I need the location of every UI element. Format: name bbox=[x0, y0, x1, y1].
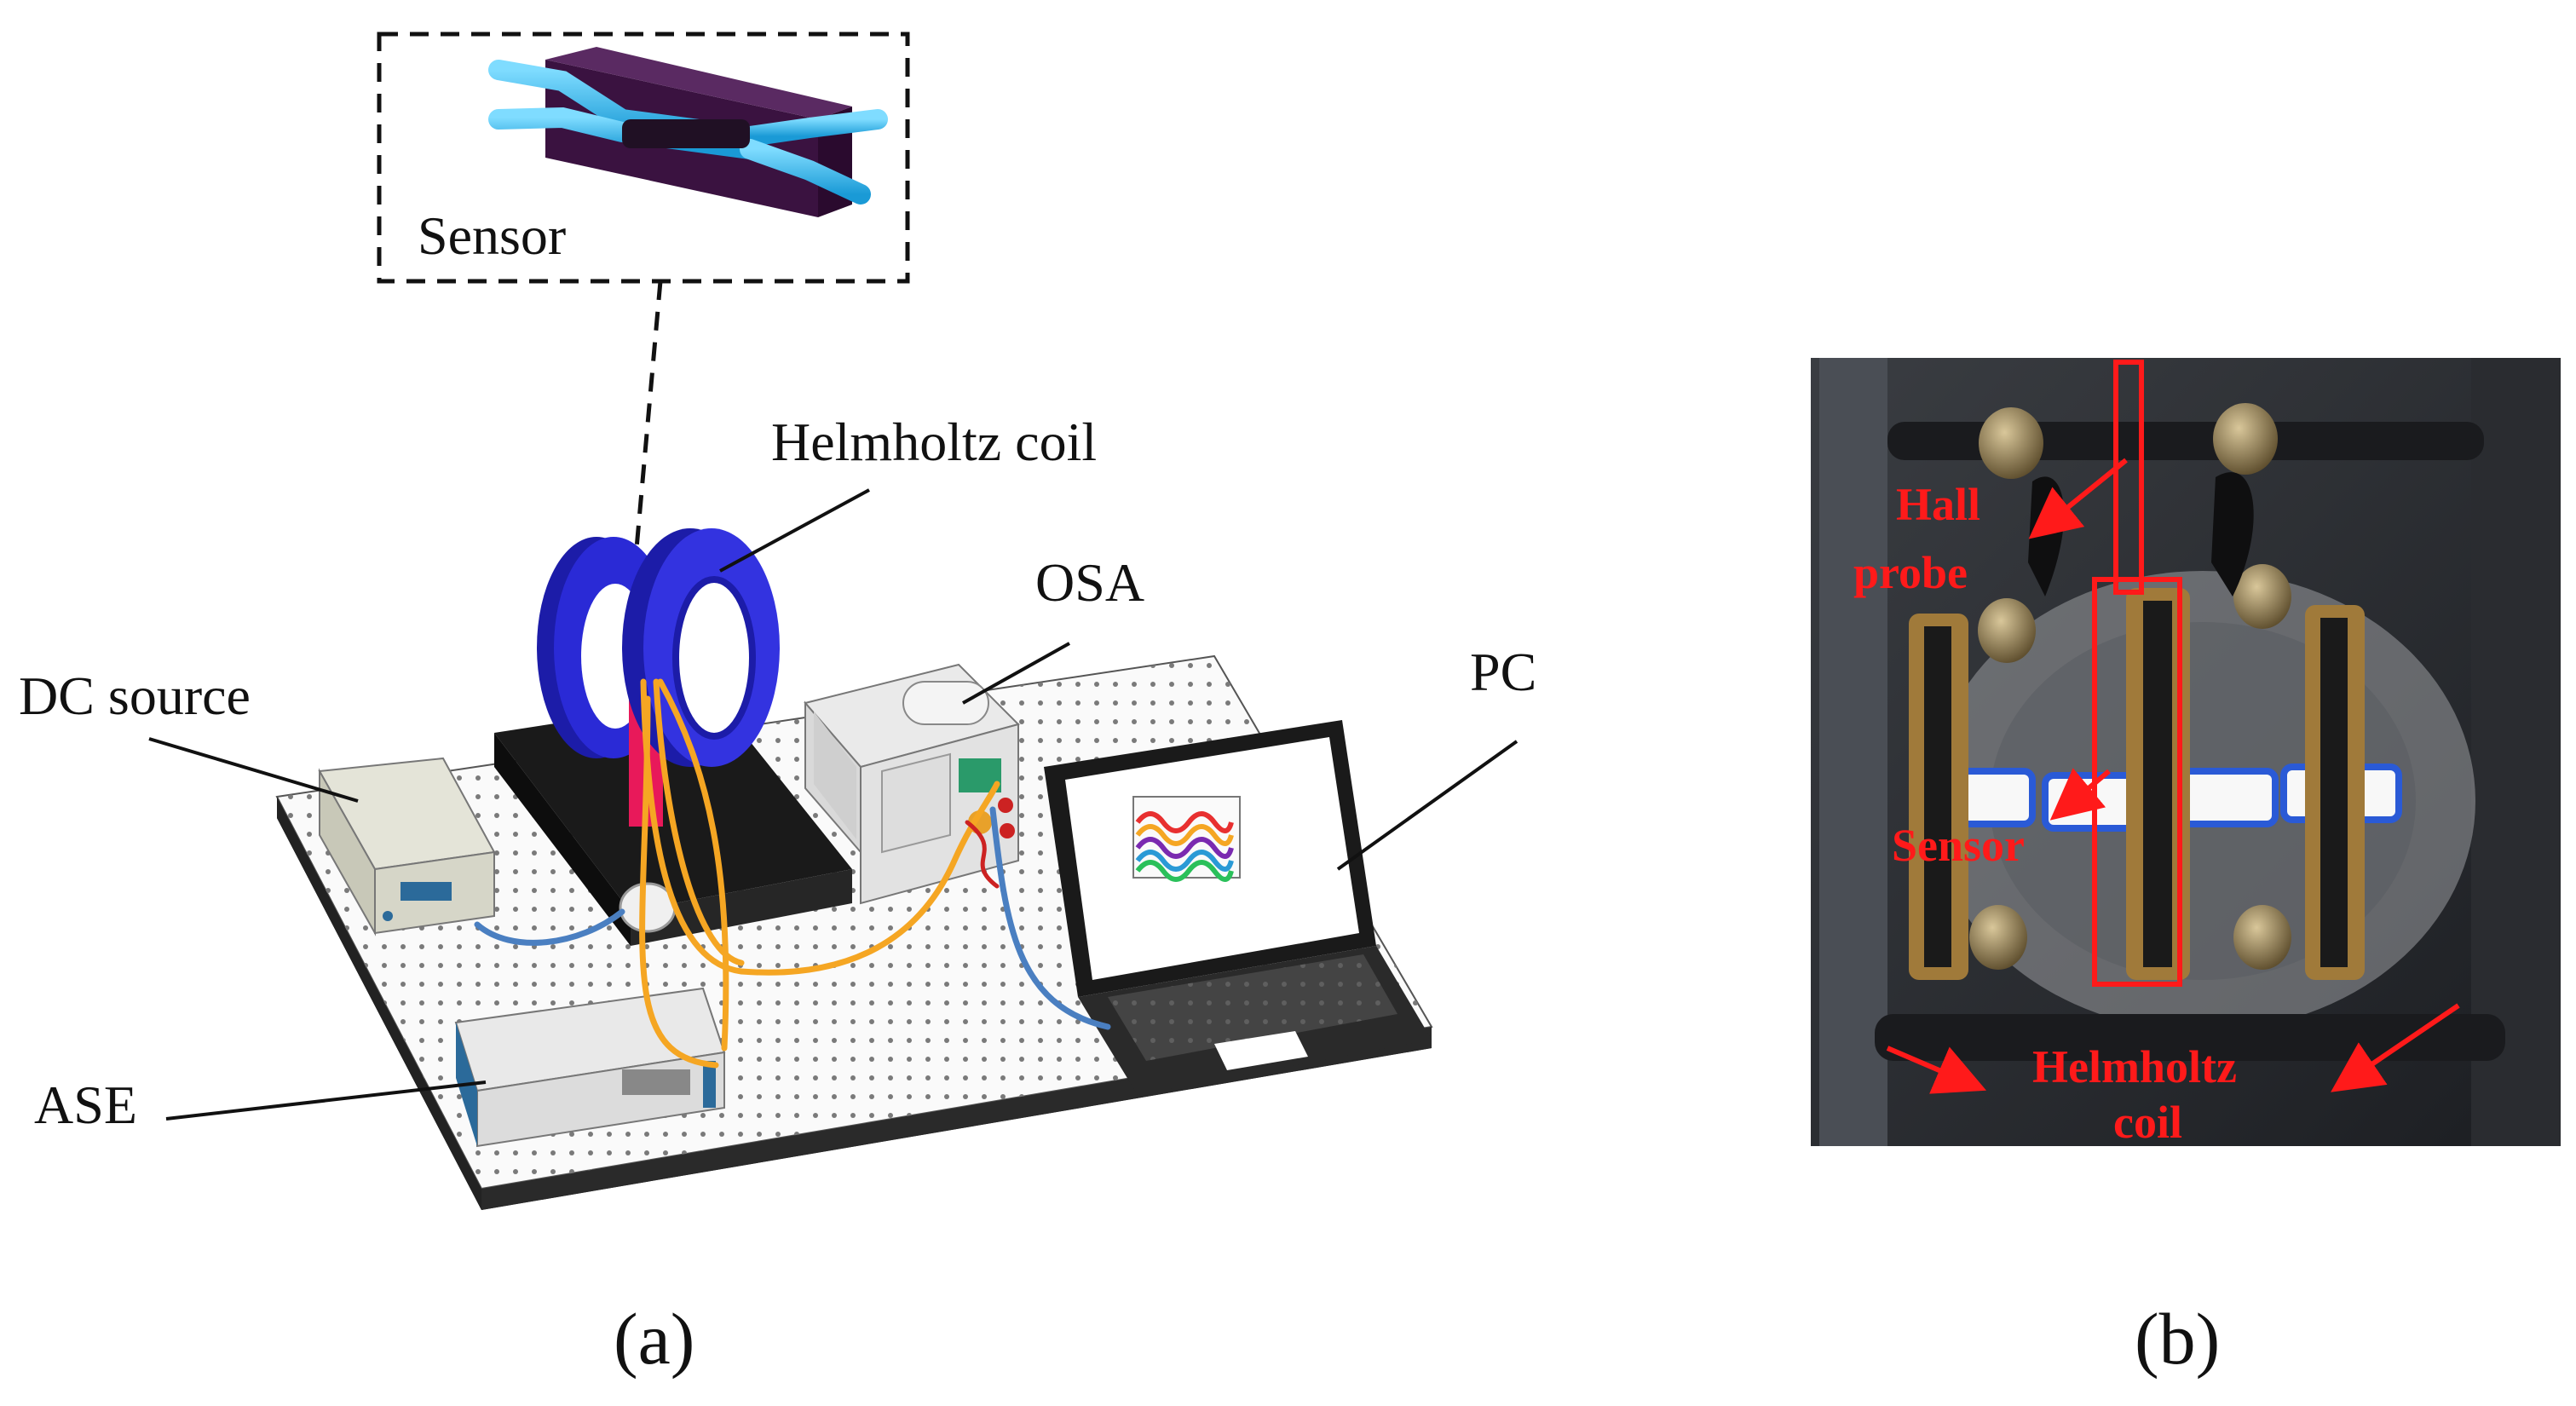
helmholtz-coil-label: Helmholtz coil bbox=[771, 412, 1097, 472]
helmholtz-label-line2: coil bbox=[2113, 1097, 2182, 1148]
figure-a: Sensor bbox=[19, 32, 1536, 1380]
caption-a: (a) bbox=[614, 1298, 694, 1380]
hall-probe-label-line1: Hall bbox=[1896, 479, 1980, 530]
helmholtz-label-line1: Helmholtz bbox=[2032, 1041, 2237, 1092]
helmholtz-coil bbox=[537, 528, 780, 827]
photo bbox=[1811, 358, 2561, 1146]
hall-probe-box bbox=[2113, 360, 2144, 595]
ase-label: ASE bbox=[34, 1075, 137, 1135]
sensor-inset-label: Sensor bbox=[418, 205, 566, 266]
sample-holders bbox=[1909, 588, 2365, 980]
dc-source-device bbox=[318, 757, 496, 936]
optical-fibers bbox=[474, 678, 1111, 1069]
sensor-inset: Sensor bbox=[377, 32, 910, 284]
sensor-label: Sensor bbox=[1892, 820, 2025, 871]
dc-source-label: DC source bbox=[19, 666, 251, 726]
hall-probe-label-line2: probe bbox=[1853, 547, 1968, 598]
leader-lines bbox=[148, 488, 1519, 1121]
figure-b: Hall probe Sensor Helmholtz coil (b) bbox=[1811, 358, 2561, 1380]
osa-label: OSA bbox=[1035, 552, 1144, 613]
knobs bbox=[1969, 403, 2291, 970]
pc-laptop bbox=[1044, 720, 1432, 1095]
pc-screen-plot bbox=[1132, 796, 1241, 882]
osa-device bbox=[804, 663, 1020, 905]
caption-b: (b) bbox=[2135, 1298, 2220, 1380]
pc-label: PC bbox=[1470, 642, 1536, 702]
red-arrows bbox=[1886, 458, 2460, 1094]
